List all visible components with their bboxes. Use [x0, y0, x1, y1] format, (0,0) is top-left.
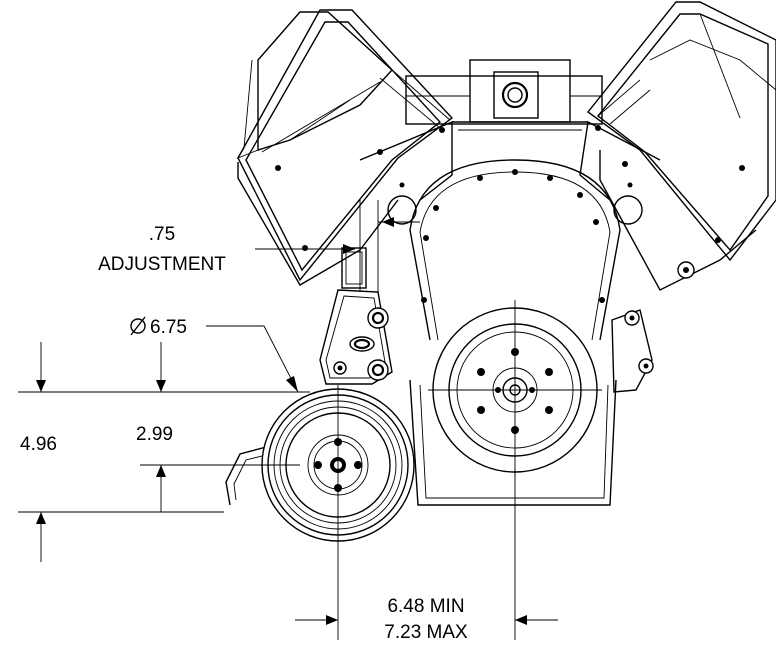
- height-total-value: 4.96: [20, 434, 57, 455]
- right-valve-cover: [586, 1, 776, 291]
- left-valve-cover: [236, 9, 454, 286]
- crankshaft-pulley: [428, 300, 602, 478]
- adjustment-value: .75: [149, 224, 175, 245]
- diameter-symbol-icon: [130, 316, 146, 336]
- dimension-labels: .75 ADJUSTMENT 6.75 4.96 2.99 6.48 MIN 7…: [20, 224, 468, 643]
- pulley-diameter-value: 6.75: [150, 317, 187, 338]
- adjustment-label: ADJUSTMENT: [98, 254, 226, 275]
- dimension-lines: [18, 200, 558, 640]
- height-offset-value: 2.99: [136, 424, 173, 445]
- spacing-max-value: 7.23 MAX: [384, 622, 468, 643]
- engine-block: [359, 120, 661, 506]
- spacing-min-value: 6.48 MIN: [387, 596, 464, 617]
